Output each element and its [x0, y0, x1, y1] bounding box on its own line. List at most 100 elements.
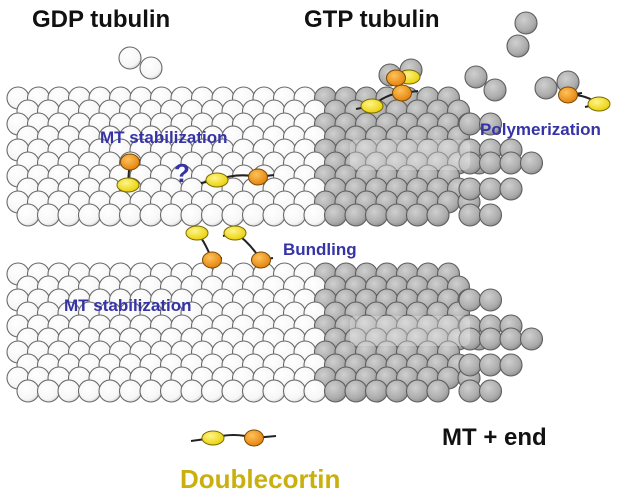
question-mark-label: ?	[174, 158, 190, 188]
tubulin-subunit	[200, 379, 225, 403]
doublecortin-molecule	[190, 429, 277, 447]
tubulin-subunit	[478, 379, 503, 403]
dcx-c-domain	[386, 69, 406, 87]
tubulin-subunit	[282, 203, 307, 227]
tubulin-subunit	[262, 203, 286, 227]
tubulin-subunit	[159, 379, 184, 403]
tubulin-subunit	[159, 203, 184, 227]
dcx-n-domain	[116, 177, 140, 193]
gtp-tubulin-subunit	[534, 76, 558, 100]
tubulin-subunit	[36, 203, 61, 227]
doublecortin-molecules	[116, 69, 611, 447]
dcx-n-domain	[185, 225, 209, 241]
tubulin-subunit	[478, 151, 503, 175]
tubulin-subunit	[385, 379, 409, 403]
dcx-n-domain	[587, 96, 611, 112]
polymerization-label: Polymerization	[480, 120, 601, 139]
dcx-c-domain	[251, 251, 271, 269]
tubulin-subunit	[458, 379, 482, 403]
tubulin-subunit	[478, 177, 503, 201]
gtp-tubulin-subunit	[483, 78, 507, 102]
tubulin-subunit	[118, 379, 143, 403]
doublecortin-molecule	[355, 84, 419, 114]
tubulin-subunit	[241, 203, 266, 227]
tubulin-subunit	[478, 353, 503, 377]
mt-stabilization-top-label: MT stabilization	[100, 128, 228, 147]
doublecortin-molecule	[558, 86, 611, 112]
lumen-highlight	[350, 140, 470, 170]
gtp-tubulin-label: GTP tubulin	[304, 6, 440, 33]
tubulin-subunit	[458, 353, 482, 377]
tubulin-subunit	[364, 379, 389, 403]
doublecortin-molecule	[185, 225, 223, 269]
dcx-c-domain	[248, 168, 268, 186]
tubulin-subunit	[16, 379, 40, 403]
tubulin-subunit	[499, 353, 523, 377]
gdp-tubulin-label: GDP tubulin	[32, 6, 171, 33]
tubulin-subunit	[241, 379, 266, 403]
tubulin-subunit	[77, 203, 102, 227]
tubulin-subunit	[77, 379, 102, 403]
tubulin-subunit	[458, 288, 482, 312]
tubulin-subunit	[385, 203, 409, 227]
dcx-c-domain	[202, 251, 222, 269]
doublecortin-molecule	[200, 168, 275, 188]
gtp-tubulin-subunit	[506, 34, 530, 58]
dcx-c-domain	[558, 86, 578, 104]
dcx-n-domain	[201, 430, 225, 446]
tubulin-subunit	[221, 379, 245, 403]
tubulin-subunit	[478, 203, 503, 227]
tubulin-subunit	[499, 177, 523, 201]
microtubule-bottom	[6, 262, 544, 403]
doublecortin-molecule	[116, 153, 141, 193]
doublecortin-molecule	[222, 225, 274, 269]
microtubule-top	[6, 86, 544, 227]
dcx-c-domain	[120, 153, 140, 171]
tubulin-subunit	[478, 327, 503, 351]
tubulin-subunit	[426, 203, 450, 227]
tubulin-subunit	[344, 203, 368, 227]
tubulin-subunit	[323, 379, 348, 403]
dcx-n-domain	[223, 225, 247, 241]
tubulin-subunit	[458, 112, 482, 136]
doublecortin-label: Doublecortin	[180, 464, 341, 494]
tubulin-subunit	[282, 379, 307, 403]
tubulin-subunit	[139, 379, 163, 403]
tubulin-subunit	[426, 379, 450, 403]
tubulin-subunit	[200, 203, 225, 227]
gdp-tubulin-subunit	[139, 56, 163, 80]
tubulin-subunit	[16, 203, 40, 227]
dcx-c-domain	[244, 429, 264, 447]
tubulin-subunit	[221, 203, 245, 227]
tubulin-subunit	[303, 379, 327, 403]
dcx-n-domain	[205, 172, 229, 188]
tubulin-subunit	[139, 203, 163, 227]
tubulin-subunit	[57, 203, 81, 227]
mt-stabilization-bottom-label: MT stabilization	[64, 296, 192, 315]
bundling-label: Bundling	[283, 240, 357, 259]
tubulin-subunit	[405, 379, 430, 403]
tubulin-subunit	[519, 327, 544, 351]
gtp-tubulin-subunit	[514, 11, 538, 35]
dcx-n-domain	[360, 98, 384, 114]
tubulin-subunit	[36, 379, 61, 403]
tubulin-subunit	[499, 327, 523, 351]
tubulin-subunit	[98, 203, 122, 227]
tubulin-subunit	[519, 151, 544, 175]
tubulin-subunit	[262, 379, 286, 403]
tubulin-subunit	[118, 203, 143, 227]
tubulin-subunit	[303, 203, 327, 227]
gdp-tubulin-subunit	[118, 46, 142, 70]
gtp-tubulin-subunit	[464, 65, 488, 89]
tubulin-subunit	[405, 203, 430, 227]
tubulin-subunit	[478, 288, 503, 312]
tubulin-subunit	[458, 203, 482, 227]
tubulin-subunit	[180, 203, 204, 227]
lumen-highlight	[350, 316, 470, 346]
tubulin-subunit	[364, 203, 389, 227]
tubulin-subunit	[458, 177, 482, 201]
tubulin-subunit	[344, 379, 368, 403]
tubulin-subunit	[98, 379, 122, 403]
tubulin-subunit	[323, 203, 348, 227]
